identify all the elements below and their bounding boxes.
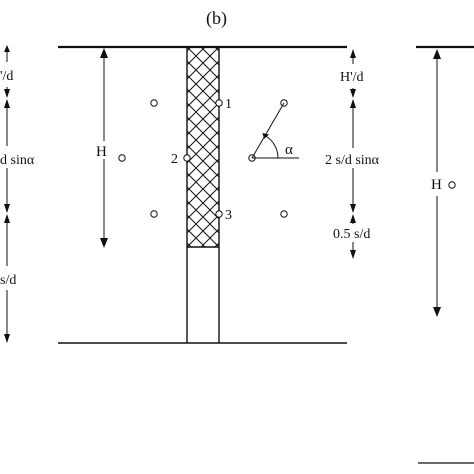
hatched-column-section	[187, 47, 219, 247]
label-H-right: H	[431, 177, 442, 193]
angle-label-alpha: α	[285, 142, 293, 158]
label-H: H	[96, 144, 107, 160]
point-marker	[150, 210, 158, 218]
point-label-2: 2	[171, 152, 178, 167]
point-marker-3	[215, 210, 223, 218]
label-left-d-sin-alpha: d sinα	[0, 153, 35, 168]
point-marker-2	[183, 154, 191, 162]
point-marker	[150, 99, 158, 107]
label-half-s-over-d: 0.5 s/d	[333, 227, 370, 242]
label-left-s-over-d: s/d	[0, 273, 16, 288]
point-marker	[280, 210, 288, 218]
dimension-chain-left	[4, 45, 10, 343]
point-marker	[118, 154, 126, 162]
label-left-h-prime-over-d: '/d	[0, 69, 13, 84]
point-label-3: 3	[225, 208, 232, 223]
label-h-prime-over-d: H'/d	[340, 70, 364, 85]
dimension-H-right	[433, 49, 441, 317]
dimension-H: H	[94, 48, 114, 248]
point-label-1: 1	[225, 97, 232, 112]
point-marker-1	[215, 99, 223, 107]
label-2-s-over-d-sin-alpha: 2 s/d sinα	[325, 153, 380, 168]
point-marker	[448, 181, 456, 189]
dimension-chain-right	[350, 49, 356, 259]
panel-label: (b)	[206, 8, 227, 29]
angle-alpha-construction	[251, 102, 299, 159]
